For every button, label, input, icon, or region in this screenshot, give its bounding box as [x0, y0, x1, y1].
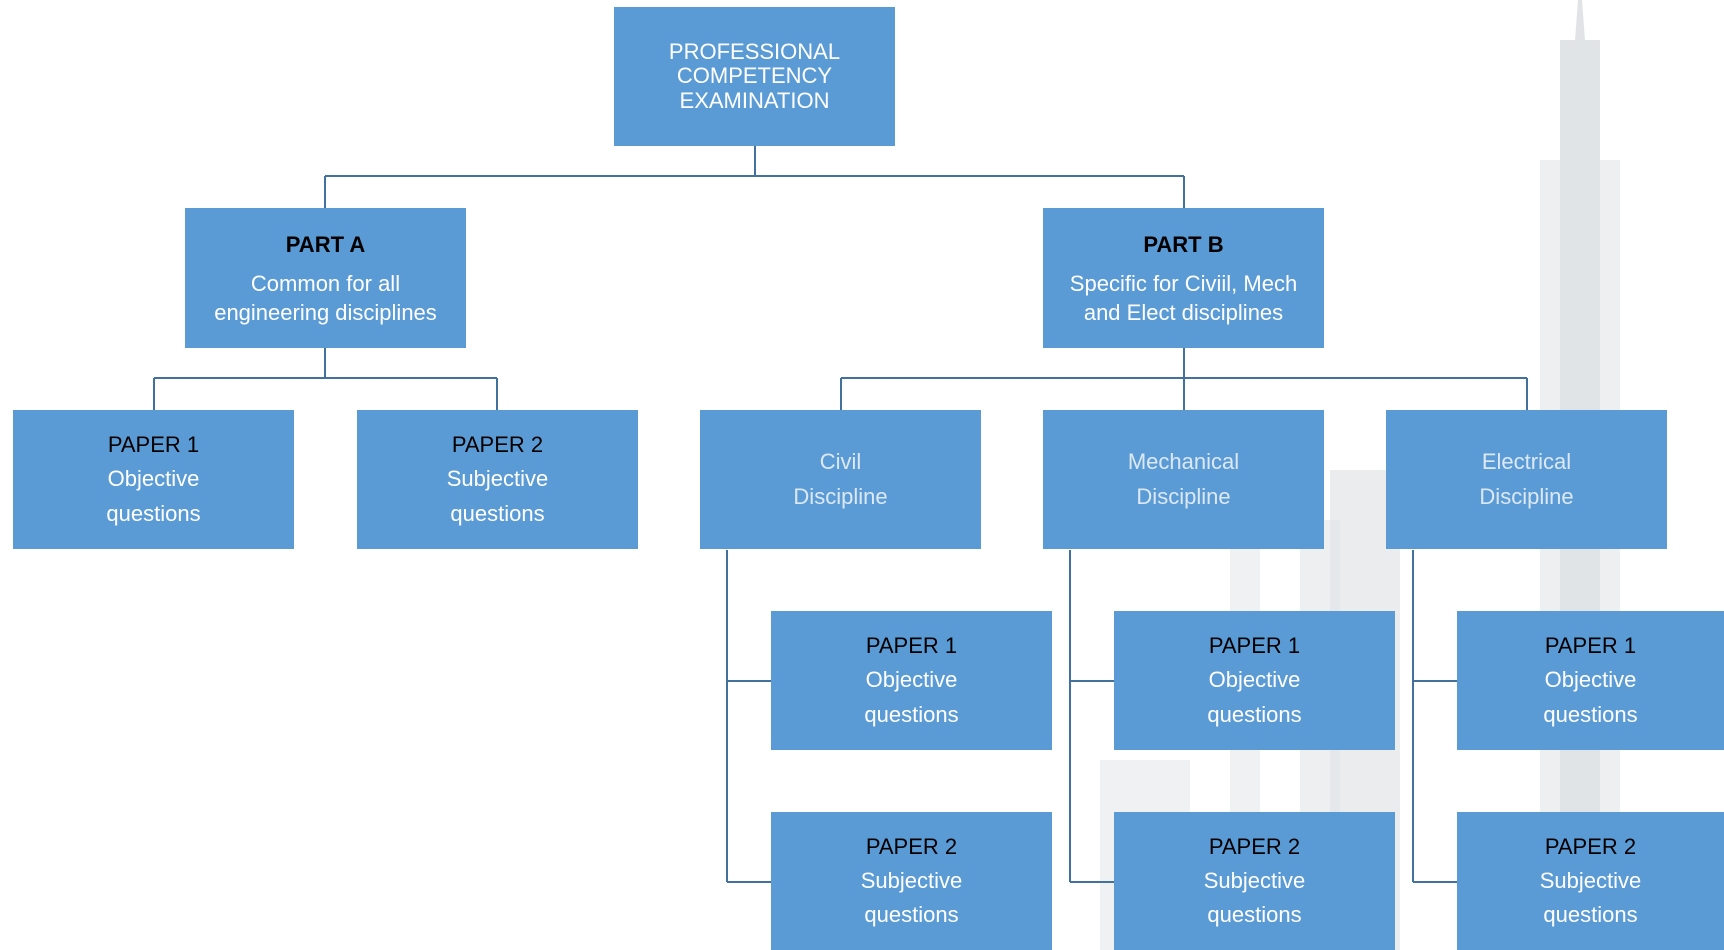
civil-paper-1-node: PAPER 1 Objective questions: [771, 611, 1052, 750]
part-a-paper-2-heading: PAPER 2: [451, 432, 544, 458]
electrical-paper-2-heading: PAPER 2: [1544, 833, 1637, 859]
electrical-paper-2-description: Subjective questions: [1539, 867, 1642, 928]
mechanical-paper-2-description: Subjective questions: [1203, 867, 1306, 928]
mechanical-paper-1-description: Objective questions: [1207, 667, 1302, 727]
part-a-node: PART A Common for all engineering discip…: [185, 208, 466, 348]
mechanical-discipline-node: Mechanical Discipline: [1043, 410, 1324, 549]
mechanical-discipline-label: Mechanical Discipline: [1127, 449, 1240, 509]
electrical-discipline-node: Electrical Discipline: [1386, 410, 1667, 549]
electrical-paper-1-description: Objective questions: [1543, 667, 1638, 727]
part-a-description: Common for all engineering disciplines: [214, 271, 437, 326]
part-a-paper-2-description: Subjective questions: [446, 466, 549, 526]
root-node: PROFESSIONAL COMPETENCY EXAMINATION: [614, 7, 895, 146]
electrical-discipline-label: Electrical Discipline: [1479, 449, 1574, 509]
civil-discipline-label: Civil Discipline: [793, 449, 888, 509]
part-b-node: PART B Specific for Civiil, Mech and Ele…: [1043, 208, 1324, 348]
electrical-paper-1-heading: PAPER 1: [1544, 633, 1637, 659]
civil-paper-2-heading: PAPER 2: [865, 833, 958, 859]
civil-paper-1-description: Objective questions: [864, 667, 959, 727]
civil-paper-2-description: Subjective questions: [860, 867, 963, 928]
part-a-paper-2-node: PAPER 2 Subjective questions: [357, 410, 638, 549]
mechanical-paper-2-heading: PAPER 2: [1208, 833, 1301, 859]
part-a-paper-1-description: Objective questions: [106, 466, 201, 526]
root-title: PROFESSIONAL COMPETENCY EXAMINATION: [668, 38, 841, 113]
part-a-paper-1-heading: PAPER 1: [107, 432, 200, 458]
civil-discipline-node: Civil Discipline: [700, 410, 981, 549]
part-b-heading: PART B: [1143, 232, 1224, 258]
part-a-heading: PART A: [285, 232, 366, 258]
civil-paper-2-node: PAPER 2 Subjective questions: [771, 812, 1052, 950]
electrical-paper-1-node: PAPER 1 Objective questions: [1457, 611, 1724, 750]
mechanical-paper-1-heading: PAPER 1: [1208, 633, 1301, 659]
part-b-description: Specific for Civiil, Mech and Elect disc…: [1069, 271, 1298, 326]
part-a-paper-1-node: PAPER 1 Objective questions: [13, 410, 294, 549]
mechanical-paper-2-node: PAPER 2 Subjective questions: [1114, 812, 1395, 950]
civil-paper-1-heading: PAPER 1: [865, 633, 958, 659]
electrical-paper-2-node: PAPER 2 Subjective questions: [1457, 812, 1724, 950]
mechanical-paper-1-node: PAPER 1 Objective questions: [1114, 611, 1395, 750]
